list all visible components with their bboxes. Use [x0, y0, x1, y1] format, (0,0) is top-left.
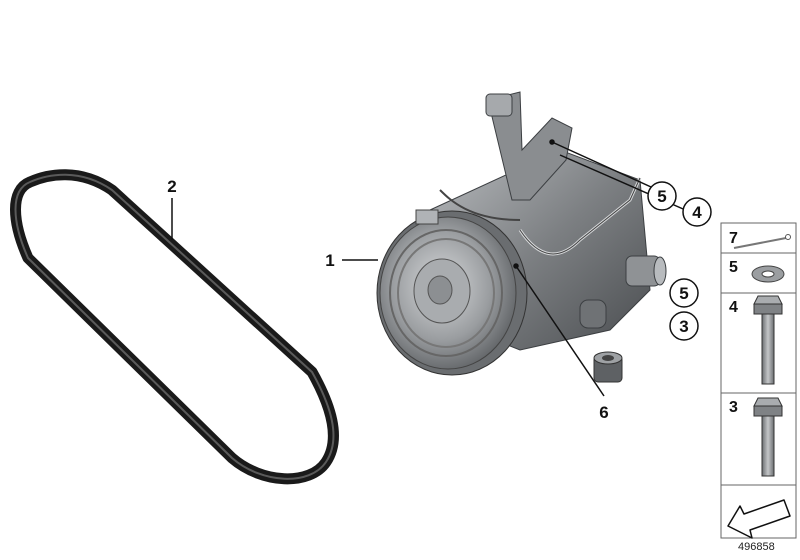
svg-text:1: 1	[325, 251, 334, 270]
drive-belt	[10, 169, 339, 485]
sleeve-part	[593, 351, 623, 383]
hex-bolt-short-icon	[753, 397, 783, 477]
callout-3: 3	[669, 311, 699, 341]
svg-text:5: 5	[679, 284, 688, 303]
washer-icon	[751, 265, 785, 283]
ac-compressor	[376, 91, 667, 376]
panel-3-number: 3	[729, 399, 738, 416]
panel-5-number: 5	[729, 259, 738, 276]
svg-text:6: 6	[599, 403, 608, 422]
parts-panel-column	[720, 222, 797, 539]
panel-4-number: 4	[729, 299, 738, 316]
svg-text:2: 2	[167, 177, 176, 196]
svg-text:3: 3	[679, 317, 688, 336]
svg-text:5: 5	[657, 187, 666, 206]
arrow-symbol-icon	[727, 499, 791, 539]
callout-1: 1	[325, 251, 334, 270]
callout-2: 2	[167, 177, 176, 196]
hex-bolt-long-icon	[753, 295, 783, 385]
callout-5-bottom: 5	[669, 278, 699, 308]
callout-5-top: 5	[647, 181, 677, 211]
panel-7-number: 7	[729, 230, 738, 247]
callout-6: 6	[599, 403, 608, 422]
document-id: 496858	[738, 541, 775, 553]
cable-tie-icon	[733, 234, 791, 249]
svg-text:4: 4	[692, 203, 702, 222]
callout-4: 4	[682, 197, 712, 227]
